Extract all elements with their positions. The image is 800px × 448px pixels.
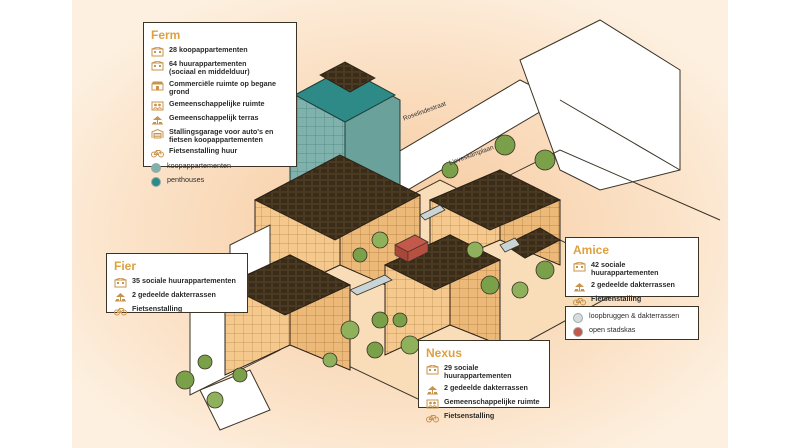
legend-swatch-icon xyxy=(573,327,583,337)
legend-swatch-icon xyxy=(573,313,583,323)
community-icon xyxy=(151,101,164,111)
ferm-item: Gemeenschappelijke ruimte xyxy=(151,98,289,111)
ferm-item-label: Gemeenschappelijke ruimte xyxy=(169,98,265,108)
bicycle-icon xyxy=(114,306,127,316)
terrace-icon xyxy=(114,292,127,302)
garage-icon xyxy=(151,128,164,139)
ferm-legend-label: penthouses xyxy=(167,175,205,185)
ferm-item-label: 28 koopappartementen xyxy=(169,45,248,54)
bicycle-icon xyxy=(426,413,439,423)
site-legend-item: loopbruggen & dakterrassen xyxy=(573,311,691,323)
shop-icon xyxy=(151,81,164,91)
community-icon xyxy=(426,399,439,409)
legend-card: loopbruggen & dakterrassen open stadskas xyxy=(565,306,699,340)
fier-item: 35 sociale huurappartementen xyxy=(114,276,240,288)
ferm-item: Commerciële ruimte op begane grond xyxy=(151,78,289,97)
fier-info-card: Fier 35 sociale huurappartementen 2 gedee… xyxy=(106,253,248,316)
site-legend-label: open stadskas xyxy=(589,325,636,334)
ferm-info-card: Ferm 28 koopappartementen 64 huurappartem… xyxy=(143,22,297,188)
apartment-icon xyxy=(114,278,127,288)
fier-item: 2 gedeelde dakterrassen xyxy=(114,290,240,302)
legend-swatch-icon xyxy=(151,177,161,188)
ferm-legend-item: penthouses xyxy=(151,175,289,188)
ferm-item-label: 64 huurappartementen (sociaal en middeld… xyxy=(169,59,250,77)
nexus-item-label: Gemeenschappelijke ruimte xyxy=(444,396,540,406)
nexus-item: Gemeenschappelijke ruimte xyxy=(426,396,542,409)
fier-item-label: Fietsenstalling xyxy=(132,304,183,313)
nexus-item: 29 sociale huurappartementen xyxy=(426,363,542,381)
trees xyxy=(175,134,556,409)
terrace-icon xyxy=(573,282,586,292)
ferm-item-label: Stallingsgarage voor auto's en fietsen k… xyxy=(169,126,274,145)
ferm-item: 28 koopappartementen xyxy=(151,45,289,57)
nexus-title: Nexus xyxy=(426,346,463,360)
ferm-item-label: Commerciële ruimte op begane grond xyxy=(169,78,277,97)
bicycle-icon xyxy=(573,296,586,306)
site-legend-label: loopbruggen & dakterrassen xyxy=(589,311,680,320)
apartment-icon xyxy=(426,365,439,375)
nexus-item-label: 29 sociale huurappartementen xyxy=(444,363,512,381)
ferm-item: Fietsenstalling huur xyxy=(151,147,289,158)
nexus-item: Fietsenstalling xyxy=(426,410,542,423)
amice-item-label: 42 sociale huurappartementen xyxy=(591,260,659,278)
amice-title: Amice xyxy=(573,243,610,257)
terrace-icon xyxy=(151,115,164,125)
fier-item-label: 35 sociale huurappartementen xyxy=(132,276,236,285)
legend-swatch-icon xyxy=(151,163,161,174)
bicycle-icon xyxy=(151,148,164,158)
ferm-item-label: Fietsenstalling huur xyxy=(169,146,238,156)
ferm-legend-label: koopappartementen xyxy=(167,161,231,171)
fier-title: Fier xyxy=(114,259,137,273)
ferm-item: Stallingsgarage voor auto's en fietsen k… xyxy=(151,126,289,145)
ferm-title: Ferm xyxy=(151,28,181,42)
site-legend-item: open stadskas xyxy=(573,325,691,337)
ferm-building xyxy=(229,61,422,306)
apartment-icon xyxy=(573,262,586,272)
terrace-icon xyxy=(426,385,439,395)
nexus-item-label: Fietsenstalling xyxy=(444,410,495,420)
fier-item-label: 2 gedeelde dakterrassen xyxy=(132,290,216,299)
amice-item-label: 2 gedeelde dakterrassen xyxy=(591,279,675,289)
amice-item: 42 sociale huurappartementen xyxy=(573,260,691,278)
ferm-item: 64 huurappartementen (sociaal en middeld… xyxy=(151,59,289,77)
nexus-item-label: 2 gedeelde dakterrassen xyxy=(444,382,528,392)
amice-item: 2 gedeelde dakterrassen xyxy=(573,279,691,292)
amice-item: Fietsenstalling xyxy=(573,293,691,306)
walkway-bridge xyxy=(349,274,393,296)
apartment-icon xyxy=(151,47,164,57)
nexus-item: 2 gedeelde dakterrassen xyxy=(426,382,542,395)
fier-item: Fietsenstalling xyxy=(114,304,240,316)
ferm-legend-item: koopappartementen xyxy=(151,161,289,174)
ferm-item: Gemeenschappelijk terras xyxy=(151,112,289,125)
ferm-item-label: Gemeenschappelijk terras xyxy=(169,112,259,122)
apartment-icon xyxy=(151,61,164,71)
amice-item-label: Fietsenstalling xyxy=(591,293,642,303)
